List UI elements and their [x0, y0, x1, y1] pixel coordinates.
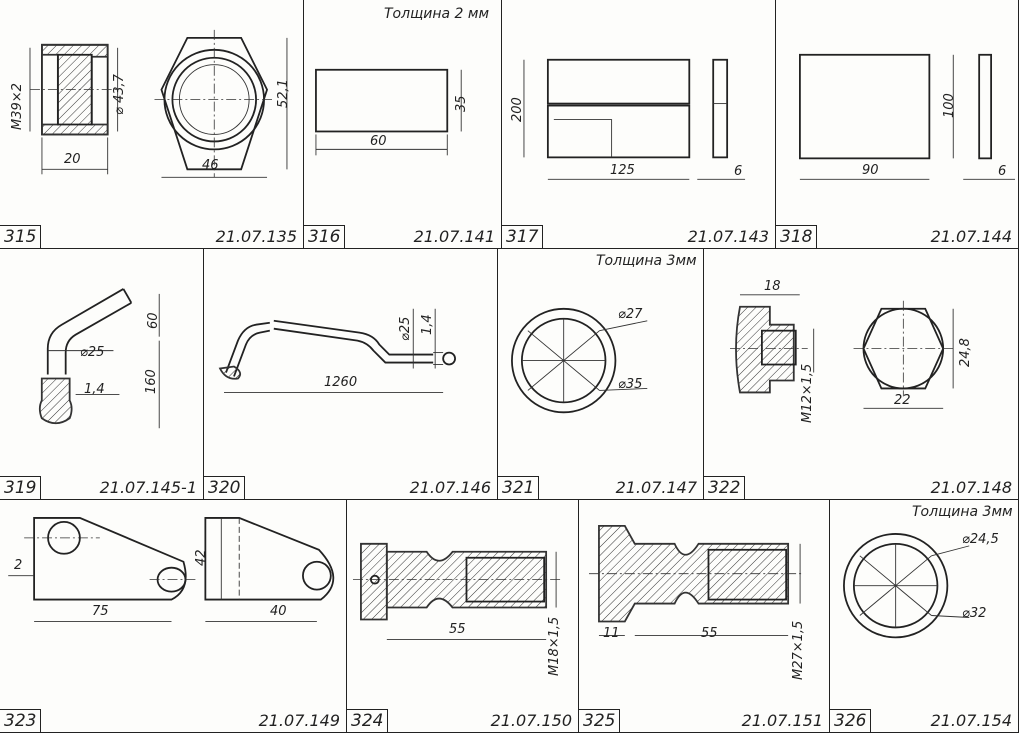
- dim-thread: M18×1,5: [547, 616, 562, 676]
- dim-outer-diameter: ⌀32: [962, 606, 987, 621]
- dim-length: 160: [144, 369, 159, 394]
- dim-thickness: 6: [734, 164, 743, 179]
- part-317-cell: 200 125 6 317 21.07.143: [502, 0, 776, 249]
- thickness-note: Толщина 2 мм: [384, 6, 490, 22]
- dim-length: 75: [92, 604, 109, 619]
- thickness-note: Толщина 3мм: [596, 253, 697, 269]
- part-code: 21.07.148: [930, 478, 1012, 497]
- dim-thickness: 2: [14, 558, 23, 573]
- dim-length: 1260: [324, 375, 358, 390]
- part-code: 21.07.141: [413, 227, 495, 246]
- dim-thread: M12×1,5: [800, 363, 815, 423]
- part-number: 321: [498, 476, 540, 499]
- thickness-note: Толщина 3мм: [912, 504, 1013, 520]
- part-315-cell: M39×2 ⌀ 43,7 20 46 52,1 315 21.07.135: [0, 0, 304, 249]
- part-code: 21.07.149: [258, 711, 340, 730]
- part-323-cell: 2 75 42 40 323 21.07.149: [0, 500, 347, 733]
- part-code: 21.07.145-1: [99, 478, 197, 497]
- part-320-cell: ⌀25 1,4 1260 320 21.07.146: [204, 249, 498, 500]
- dim-width: 60: [370, 134, 387, 149]
- part-code: 21.07.144: [930, 227, 1012, 246]
- dim-side-length: 40: [270, 604, 287, 619]
- dim-outer-diameter: ⌀35: [618, 377, 643, 392]
- part-code: 21.07.147: [615, 478, 697, 497]
- dim-height: 42: [194, 549, 209, 566]
- dim-thread: M39×2: [10, 83, 25, 130]
- dim-length: 18: [764, 279, 781, 294]
- dim-thickness: 6: [998, 164, 1007, 179]
- dim-width: 125: [610, 163, 635, 178]
- part-number: 323: [0, 709, 42, 732]
- part-326-cell: Толщина 3мм ⌀24,5 ⌀32 326 21.07.154: [830, 500, 1019, 733]
- dim-diameter: ⌀25: [80, 345, 105, 360]
- part-321-cell: Толщина 3мм ⌀27 ⌀35 321 21.07.147: [498, 249, 704, 500]
- dim-thread: M27×1,5: [791, 620, 806, 680]
- part-number: 318: [776, 225, 818, 248]
- part-number: 317: [502, 225, 544, 248]
- dim-diameter: ⌀25: [398, 316, 413, 341]
- dim-inner-diameter: ⌀24,5: [962, 532, 999, 547]
- part-code: 21.07.135: [215, 227, 297, 246]
- dim-wall: 1,4: [420, 314, 435, 335]
- part-number: 315: [0, 225, 42, 248]
- dim-height: 35: [454, 95, 469, 112]
- dim-hex-width: 22: [894, 393, 911, 408]
- dim-height: 100: [942, 93, 957, 118]
- dim-diameter: ⌀ 43,7: [112, 74, 127, 115]
- part-code: 21.07.151: [741, 711, 823, 730]
- dim-hex-width: 46: [202, 158, 219, 173]
- part-number: 316: [304, 225, 346, 248]
- part-number: 325: [579, 709, 621, 732]
- dim-bend: 60: [146, 312, 161, 329]
- part-322-cell: 18 M12×1,5 24,8 22 322 21.07.148: [704, 249, 1019, 500]
- dim-head: 11: [603, 626, 620, 641]
- part-325-cell: 11 55 M27×1,5 325 21.07.151: [579, 500, 830, 733]
- part-number: 320: [204, 476, 246, 499]
- part-code: 21.07.154: [930, 711, 1012, 730]
- dim-length: 55: [449, 622, 466, 637]
- dim-length: 20: [64, 152, 81, 167]
- part-number: 322: [704, 476, 746, 499]
- part-318-cell: 100 90 6 318 21.07.144: [776, 0, 1019, 249]
- part-number: 326: [830, 709, 872, 732]
- part-code: 21.07.150: [490, 711, 572, 730]
- dim-wall: 1,4: [84, 382, 105, 397]
- dim-width: 90: [862, 163, 879, 178]
- dim-inner-diameter: ⌀27: [618, 307, 643, 322]
- dim-hex-height: 52,1: [276, 79, 291, 108]
- part-number: 324: [347, 709, 389, 732]
- part-code: 21.07.146: [409, 478, 491, 497]
- part-code: 21.07.143: [687, 227, 769, 246]
- part-319-cell: 60 ⌀25 160 1,4 319 21.07.145-1: [0, 249, 204, 500]
- part-number: 319: [0, 476, 42, 499]
- dim-hex-height: 24,8: [958, 338, 973, 367]
- dim-height: 200: [510, 97, 525, 122]
- part-324-cell: 55 M18×1,5 324 21.07.150: [347, 500, 579, 733]
- dim-length: 55: [701, 626, 718, 641]
- part-316-cell: Толщина 2 мм 60 35 316 21.07.141: [304, 0, 502, 249]
